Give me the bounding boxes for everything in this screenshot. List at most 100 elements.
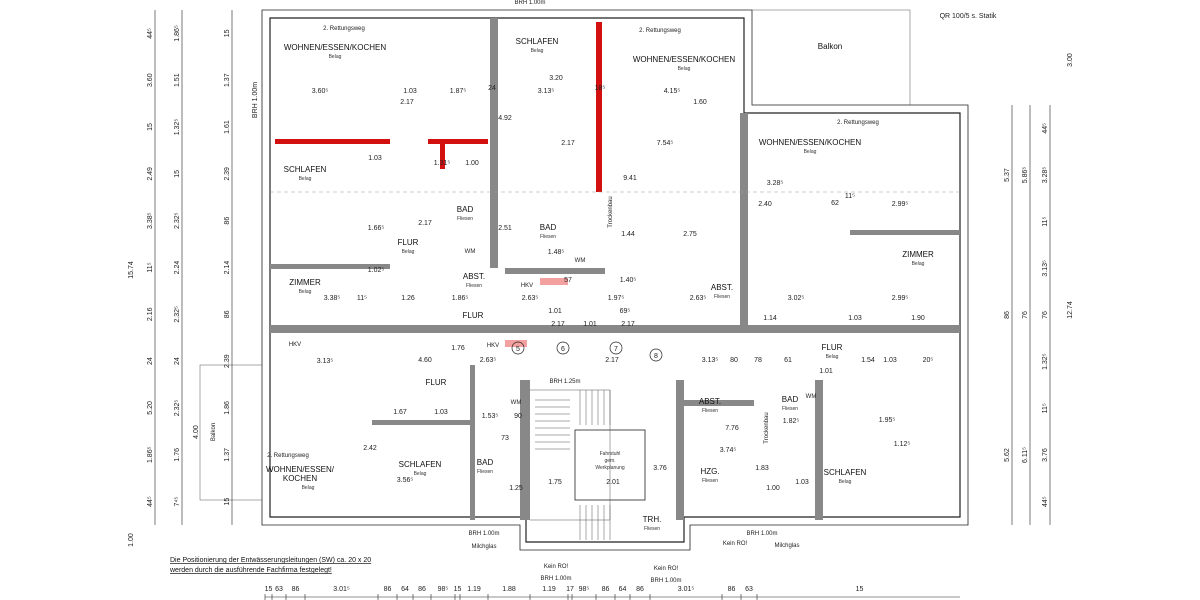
dimension-label: 2.17 [400,99,414,106]
dimension-label: 2.16 [147,307,154,321]
dimension-label: 2.32⁵ [174,400,181,417]
dimension-label: 86 [418,586,426,593]
elevator-label: Fahrstuhl [600,451,621,457]
dimension-label: 3.13⁵ [702,357,719,364]
dimension-label: BRH 1.00m [252,82,259,118]
room-name: FLUR [398,238,419,247]
dimension-label: 1.90 [911,315,925,322]
kein-ro-note: Kein RO! [723,541,748,547]
dimension-label: 63 [275,586,283,593]
dimension-label: 64 [401,586,409,593]
room-name: ABST. [463,272,485,281]
dimension-label: 63 [745,586,753,593]
dimension-label: 1.76 [451,345,465,352]
brh-note: BRH 1.00m [746,531,777,537]
room-floor: Belag [414,471,427,477]
dimension-label: 1.40⁵ [620,277,637,284]
dimension-label: 62 [831,200,839,207]
dimension-label: 86 [1004,311,1011,319]
dimension-label: 11⁵ [147,262,154,272]
dimension-label: 3.01⁵ [333,586,350,593]
wm-note: WM [575,258,586,264]
dimension-label: 1.03 [368,155,382,162]
dimension-label: 2.42 [363,445,377,452]
dimension-label: 3.74⁵ [720,447,737,454]
dimension-label: 78 [754,357,762,364]
room-name: WOHNEN/ESSEN/KOCHEN [759,138,861,147]
dimension-label: 15 [174,170,181,178]
room-floor: Belag [299,289,312,295]
dimension-label: 1.76 [174,448,181,462]
room-floor: Belag [299,176,312,182]
dimension-label: 9.41 [623,175,637,182]
dimension-label: 7.54⁵ [657,140,674,147]
interior-wall [270,264,390,269]
room-floor: Belag [826,354,839,360]
dimension-label: 15 [856,586,864,593]
room-name: FLUR [463,311,484,320]
dimension-label: 1.12⁵ [894,441,911,448]
brh-note: BRH 1.25m [549,379,580,385]
dimension-label: 2.51 [498,225,512,232]
dimension-label: 4.15⁵ [664,88,681,95]
room-name: WOHNEN/ESSEN/KOCHEN [284,43,386,52]
dimension-label: 2.17 [621,321,635,328]
room-name: FLUR [426,378,447,387]
dimension-label: 7.76 [725,425,739,432]
dimension-label: 2.01 [606,479,620,486]
dimension-label: 86 [224,310,231,318]
dimension-label: 1.01 [819,368,833,375]
room-name: TRH. [643,515,662,524]
dimension-label: 1.02⁵ [368,267,385,274]
circle-number: 5 [516,346,520,353]
room-floor: Belag [402,249,415,255]
dimension-label: 44⁵ [147,28,154,39]
dimension-label: 3.00 [1067,53,1074,67]
staircase [535,390,611,540]
dimension-label: 6.11⁵ [1022,447,1029,463]
room-floor: Belag [531,48,544,54]
dimension-label: 3.76 [653,465,667,472]
room-name: BAD [782,395,799,404]
dimension-label: 1.54 [861,357,875,364]
balcony-top [751,9,911,106]
room-floor: Fliesen [782,406,798,412]
room-floor: Fliesen [702,408,718,414]
dimension-label: 44⁵ [1042,123,1049,134]
dimension-label: 18⁵ [595,85,606,92]
dimension-label: 90 [514,413,522,420]
dimension-label: 2.63⁵ [522,295,539,302]
dimension-label: 1.19 [467,586,481,593]
dimension-label: 5.20 [147,401,154,415]
dimension-label: 1.86⁵ [174,25,181,42]
dimension-label: 5.86⁵ [1022,167,1029,184]
dimension-label: 15 [147,123,154,131]
milchglas-note: Milchglas [471,544,496,550]
dimension-label: 1.75 [548,479,562,486]
circle-marker [511,341,525,355]
room-floor: Belag [912,261,925,267]
dimension-label: 15.74 [128,261,135,279]
dimension-label: 17 [566,586,574,593]
interior-wall [270,325,750,333]
pink-marker [505,340,527,347]
dimension-label: 1.95⁵ [879,417,896,424]
interior-wall [684,400,754,406]
dimension-label: 2.39 [224,167,231,181]
dimension-label: 3.01⁵ [678,586,695,593]
dimension-label: 1.88 [502,586,516,593]
room-name: ABST. [711,283,733,292]
dimension-label: 11⁵ [1042,216,1049,226]
dimension-label: 1.03 [434,409,448,416]
dimension-label: 3.02⁵ [788,295,805,302]
brh-note: BRH 1.00m [468,531,499,537]
escape-route-note: 2. Rettungsweg [837,120,879,126]
hkv-note: HKV [521,283,533,289]
dimension-label: 44⁵ [1042,496,1049,507]
interior-wall [520,380,530,520]
room-floor: Fliesen [540,234,556,240]
dimension-label: 3.56⁵ [397,477,414,484]
dimension-label: 2.17 [418,220,432,227]
room-name: ZIMMER [289,278,321,287]
